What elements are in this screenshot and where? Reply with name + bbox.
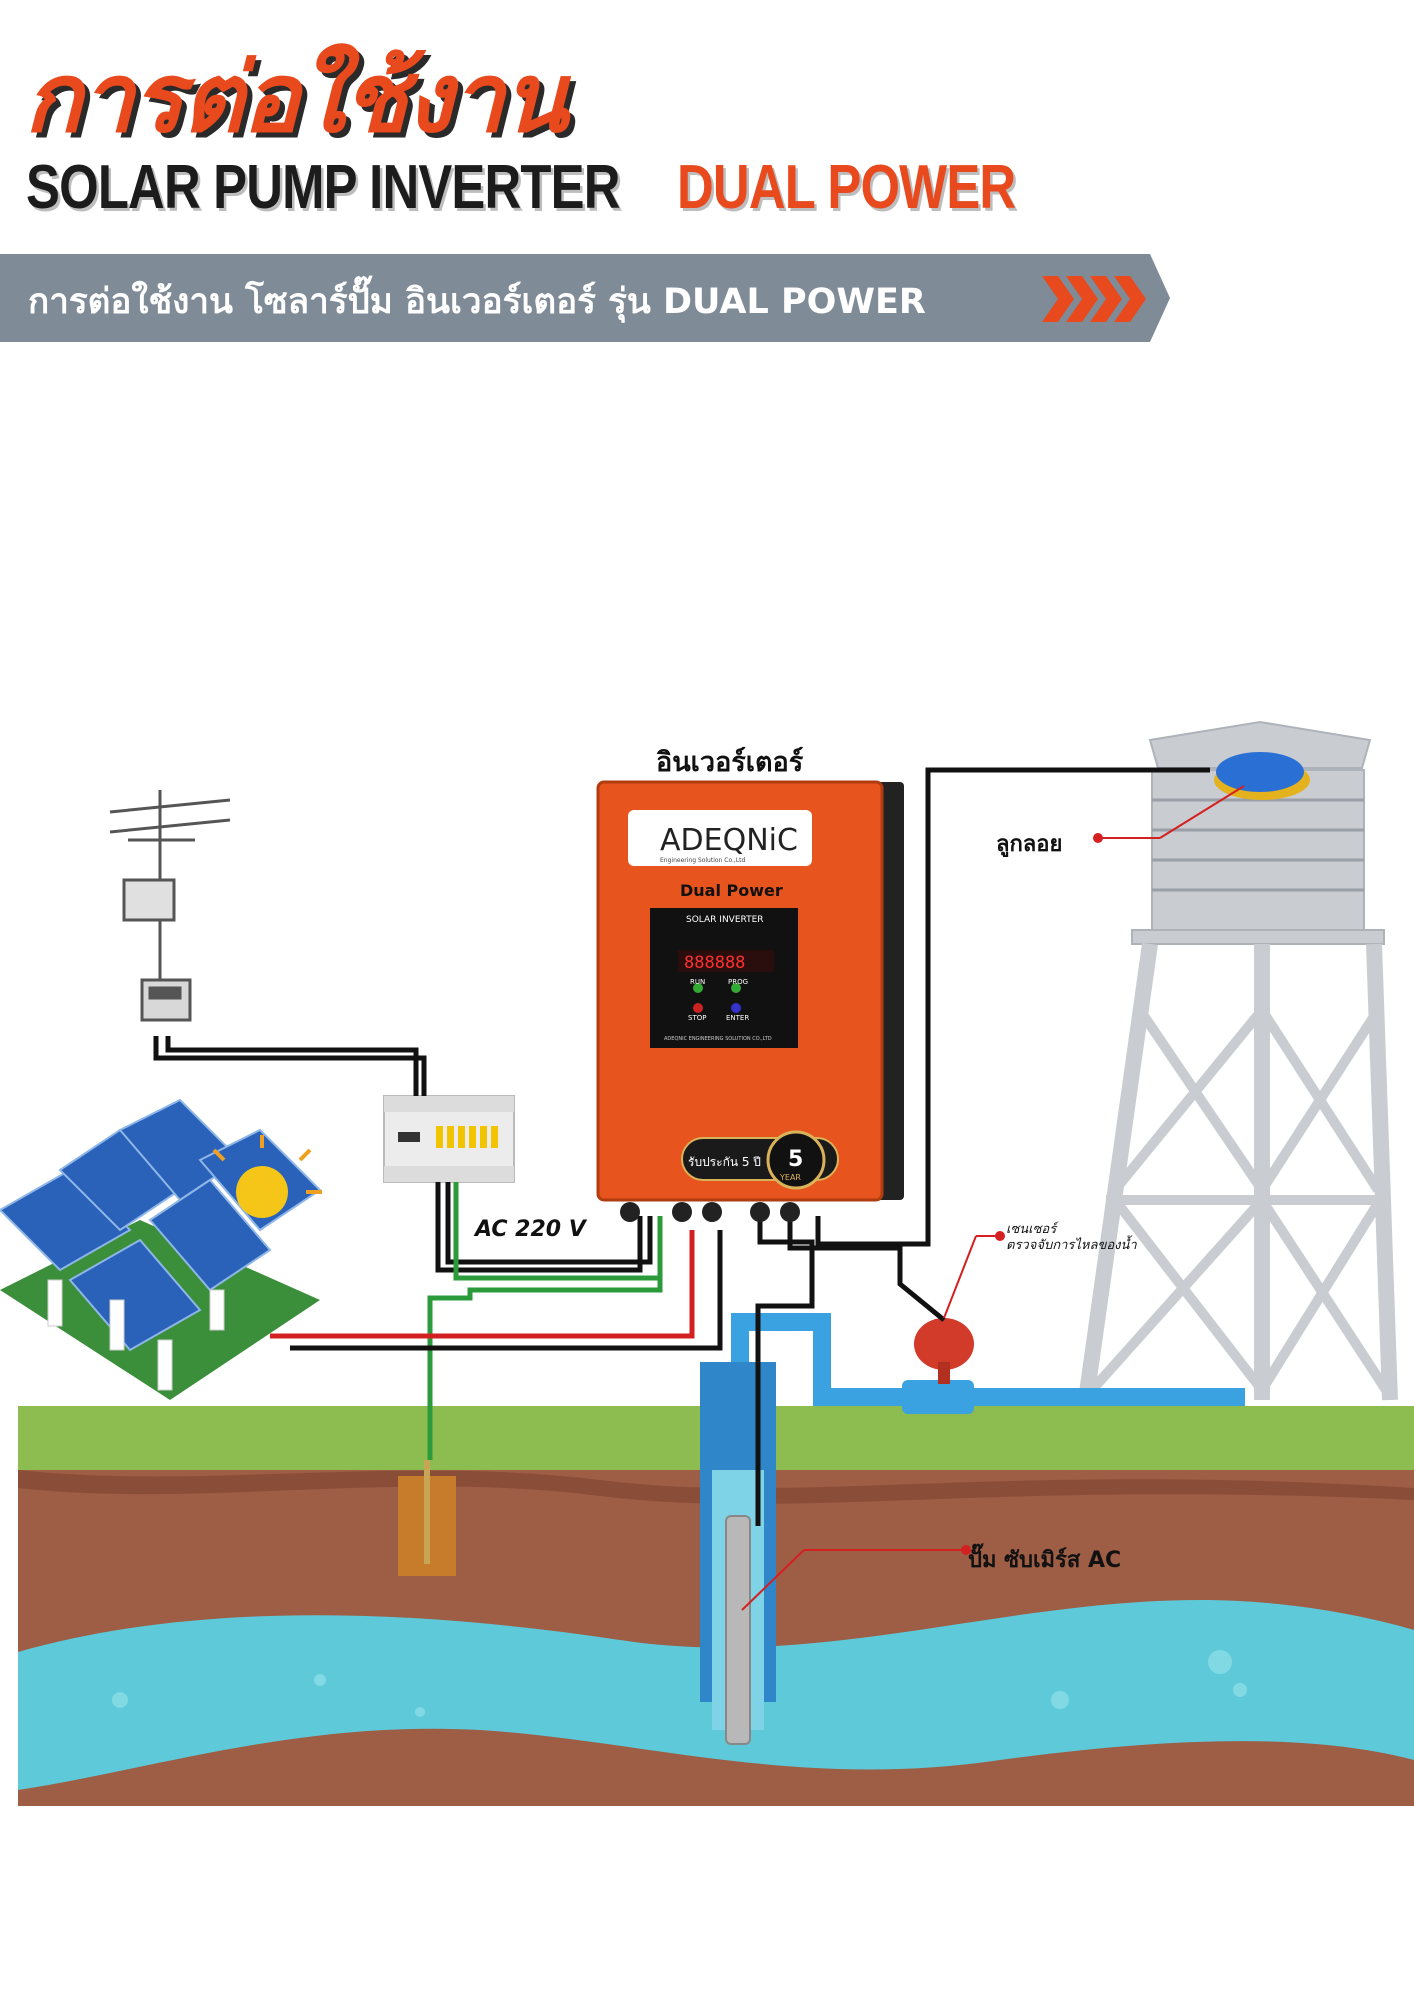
warranty-badge-word: YEAR <box>779 1173 801 1182</box>
wiring <box>153 767 1210 1526</box>
warranty-badge-num: 5 <box>788 1147 803 1172</box>
water-tower <box>1078 720 1398 1402</box>
inverter-model: Dual Power <box>680 881 783 900</box>
section-banner: การต่อใช้งาน โซลาร์ปั๊ม อินเวอร์เตอร์ รุ… <box>0 254 1170 342</box>
ground-rod-icon <box>398 1460 456 1576</box>
stop-button: STOP <box>688 1014 706 1022</box>
inverter-panel-footer: ADEQNIC ENGINEERING SOLUTION CO.,LTD <box>664 1036 772 1042</box>
power-pole-icon <box>109 790 231 1022</box>
pump-label: ปั๊ม ซับเมิร์ส AC <box>968 1548 1122 1573</box>
flow-sensor-label: เซนเซอร์ ตรวจจับการไหลของน้ำ <box>1006 1222 1137 1254</box>
page-title-thai: การต่อใช้งาน <box>24 42 568 154</box>
flow-sensor-icon <box>902 1318 974 1414</box>
inverter-unit <box>596 780 904 1222</box>
breaker-box-icon <box>383 1095 515 1183</box>
run-button: RUN <box>690 978 705 986</box>
subtitle-product: SOLAR PUMP INVERTER <box>26 153 620 222</box>
warranty-text: รับประกัน 5 ปี <box>688 1155 761 1169</box>
inverter-brand-sub: Engineering Solution Co.,Ltd <box>660 857 746 864</box>
water-pipe <box>731 1313 1245 1406</box>
inverter-panel-title: SOLAR INVERTER <box>686 915 764 925</box>
flow-sensor-label-line1: เซนเซอร์ <box>1006 1222 1057 1237</box>
well-casing <box>700 1362 776 1745</box>
inverter-brand: ADEQNiC <box>660 823 798 858</box>
chevrons-right-icon <box>1042 276 1146 322</box>
ac-voltage-label: AC 220 V <box>475 1217 586 1242</box>
callout-lines <box>741 785 1245 1611</box>
submersible-pump-icon <box>725 1515 751 1745</box>
subtitle-model: DUAL POWER <box>677 153 1016 222</box>
prog-button: PROG <box>728 978 748 986</box>
float-switch-label: ลูกลอย <box>996 832 1063 857</box>
inverter-label: อินเวอร์เตอร์ <box>656 747 804 778</box>
enter-button: ENTER <box>726 1014 749 1022</box>
page-subtitle: SOLAR PUMP INVERTER DUAL POWER <box>26 148 1016 228</box>
banner-text: การต่อใช้งาน โซลาร์ปั๊ม อินเวอร์เตอร์ รุ… <box>28 282 926 322</box>
flow-sensor-label-line2: ตรวจจับการไหลของน้ำ <box>1006 1238 1137 1253</box>
sun-icon <box>236 1166 288 1218</box>
solar-panel-array-icon <box>0 1098 322 1400</box>
inverter-display: 888888 <box>684 953 745 973</box>
